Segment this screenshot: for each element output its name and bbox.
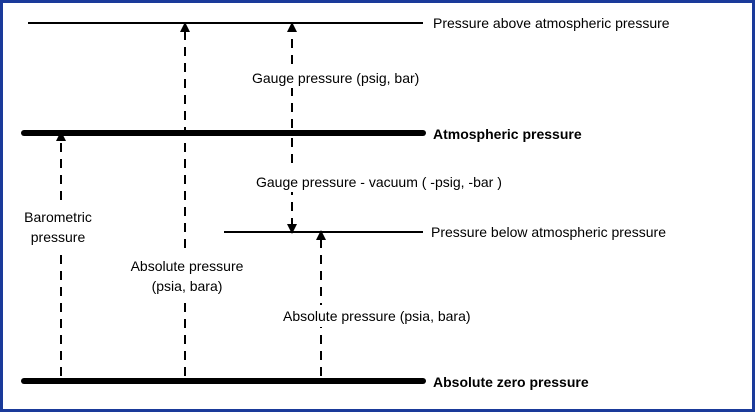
label-above-atmospheric: Pressure above atmospheric pressure (433, 15, 670, 31)
label-atmospheric: Atmospheric pressure (433, 126, 582, 142)
label-absolute-left-line2: (psia, bara) (152, 278, 223, 294)
label-absolute-right: Absolute pressure (psia, bara) (283, 308, 471, 324)
label-gauge-vacuum: Gauge pressure - vacuum ( -psig, -bar ) (256, 174, 502, 190)
label-absolute-zero: Absolute zero pressure (433, 374, 589, 390)
label-absolute-left-line1: Absolute pressure (131, 258, 244, 274)
label-barometric-line2: pressure (31, 229, 86, 245)
label-gauge-pressure: Gauge pressure (psig, bar) (252, 70, 419, 86)
label-below-atmospheric: Pressure below atmospheric pressure (431, 224, 666, 240)
label-barometric-line1: Barometric (24, 209, 92, 225)
